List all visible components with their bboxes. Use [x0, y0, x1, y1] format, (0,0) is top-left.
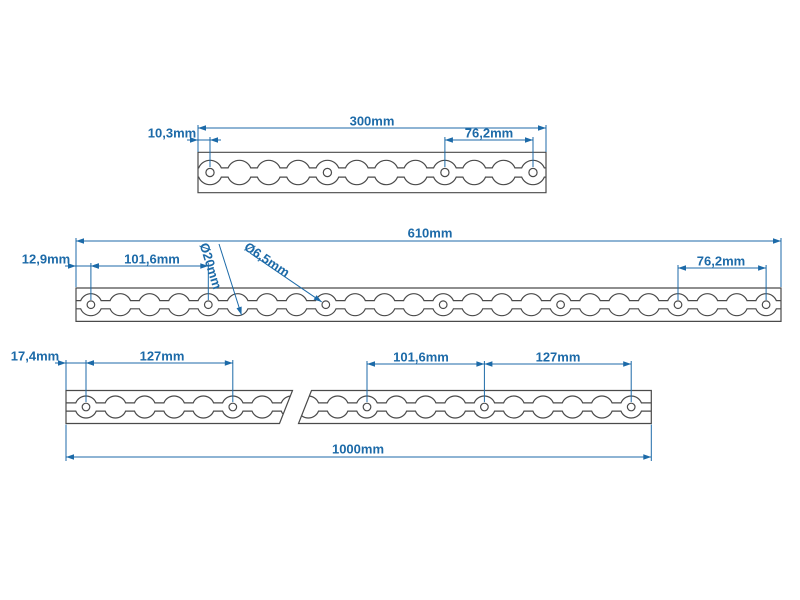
dimension-arrowhead: [623, 361, 632, 367]
dimension-arrowhead: [484, 361, 493, 367]
slot-bottom-edge: [198, 176, 546, 186]
dimension-label: 76,2mm: [696, 253, 746, 269]
dimension-label: 17,4mm: [10, 348, 60, 364]
dimension-label: 101,6mm: [393, 349, 449, 365]
screw-hole: [205, 167, 215, 178]
slot-top-edge: [198, 159, 546, 169]
dimension-101_6mm: [90, 263, 209, 300]
slot-top-edge: [298, 395, 652, 404]
dimension-arrowhead: [758, 265, 767, 271]
leader-line: [249, 252, 322, 303]
screw-hole: [321, 300, 331, 310]
dimension-127mm: [86, 360, 234, 402]
dimension-label: 300mm: [349, 113, 395, 129]
dimension-arrowhead: [678, 265, 686, 271]
screw-hole: [81, 402, 91, 412]
screw-hole: [528, 167, 538, 178]
rail-outline: [297, 389, 652, 425]
leader-arrowhead: [236, 306, 242, 315]
screw-hole: [440, 167, 450, 178]
dimension-arrowhead: [200, 263, 209, 269]
screw-hole: [362, 402, 372, 412]
dimension-arrowhead: [210, 137, 218, 143]
screw-hole: [228, 402, 238, 412]
dimension-arrowhead: [643, 454, 652, 460]
dimension-arrowhead: [538, 125, 546, 131]
dimension-arrowhead: [68, 263, 76, 269]
screw-hole: [480, 402, 489, 412]
dimension-arrowhead: [90, 263, 99, 269]
dimension-label: 101,6mm: [124, 251, 180, 267]
slot-bottom-edge: [298, 410, 652, 419]
rail-outline: [75, 287, 782, 322]
dimension-arrowhead: [476, 361, 485, 367]
dimension-label: 127mm: [535, 349, 581, 365]
dimension-arrowhead: [66, 454, 74, 460]
leader-Ø20mm: [218, 243, 242, 316]
dimension-label: 10,3mm: [147, 125, 197, 141]
dimension-76_2mm: [444, 137, 534, 167]
leader-arrowhead: [313, 295, 322, 302]
dimension-arrowhead: [525, 137, 533, 143]
dimension-arrowhead: [58, 360, 66, 366]
dimension-1000mm: [65, 424, 652, 461]
screw-hole: [761, 300, 771, 310]
dimension-label: 610mm: [407, 225, 453, 241]
dimension-label: 76,2mm: [464, 125, 514, 141]
rail-1000mm-left-segment: [65, 389, 294, 425]
slot-bottom-edge: [66, 410, 293, 419]
dimension-17_4mm: [55, 360, 97, 402]
leader-line: [218, 243, 242, 316]
dimension-300mm: [197, 125, 547, 152]
dimension-arrowhead: [190, 137, 198, 143]
dimension-arrowhead: [76, 238, 84, 244]
dimension-label: 12,9mm: [21, 251, 71, 267]
dimension-arrowhead: [773, 238, 781, 244]
dimension-label: 1000mm: [331, 441, 385, 457]
screw-hole: [438, 300, 448, 310]
dimension-arrowhead: [198, 125, 206, 131]
dimension-label: 127mm: [139, 348, 185, 364]
screw-hole: [626, 402, 636, 412]
rail-610mm: [75, 287, 782, 322]
dimension-76_2mm: [677, 265, 767, 300]
leader-Ø6_5mm: [249, 252, 322, 303]
rail-outline: [65, 389, 294, 425]
dimension-arrowhead: [224, 360, 233, 366]
screw-hole: [556, 300, 565, 310]
dimension-610mm: [75, 238, 782, 287]
slot-top-edge: [76, 293, 781, 302]
dimension-arrowhead: [367, 361, 375, 367]
dimension-arrowhead: [86, 360, 94, 366]
dimension-101_6mm: [366, 361, 485, 402]
screw-hole: [322, 167, 333, 178]
screw-hole: [203, 300, 213, 310]
dimension-127mm: [484, 361, 632, 402]
rail-outline: [197, 151, 547, 194]
slot-top-edge: [66, 395, 293, 404]
rail-300mm: [197, 151, 547, 194]
screw-hole: [86, 300, 96, 310]
slot-bottom-edge: [76, 308, 781, 317]
dimension-arrowhead: [444, 137, 453, 143]
screw-hole: [673, 300, 683, 310]
rail-1000mm-right-segment: [297, 389, 652, 425]
dimension-10_3mm: [187, 137, 221, 167]
